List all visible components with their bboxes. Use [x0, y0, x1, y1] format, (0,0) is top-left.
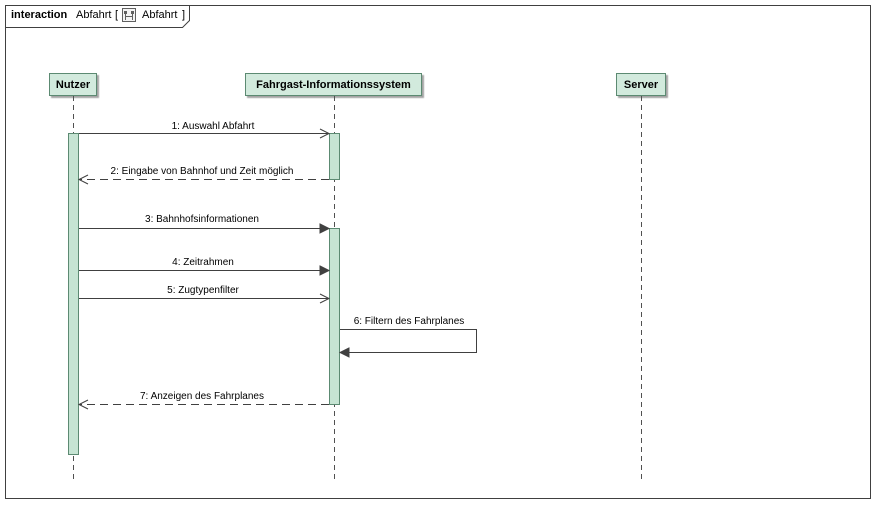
message-3[interactable]: 3: Bahnhofsinformationen — [79, 214, 331, 234]
message-4[interactable]: 4: Zeitrahmen — [79, 257, 331, 276]
activation-bar-fis-2[interactable] — [329, 228, 340, 405]
filled-arrowhead — [319, 223, 331, 234]
lifeline-head-nutzer[interactable] — [49, 73, 97, 96]
frame-keyword: interaction — [11, 9, 68, 21]
frame-title-tab — [5, 5, 190, 28]
message-label: 2: Eingabe von Bahnhof und Zeit möglich — [111, 166, 294, 177]
lifeline-fahrgast-informationssystem[interactable]: Fahrgast-Informationssystem — [245, 73, 422, 481]
open-arrowhead — [77, 399, 89, 410]
message-label: 1: Auswahl Abfahrt — [172, 121, 255, 132]
frame-bracket-close: ] — [182, 9, 185, 21]
lifeline-label-fahrgast-informationssystem: Fahrgast-Informationssystem — [256, 79, 411, 91]
activation-bar-fis-1[interactable] — [329, 133, 340, 180]
message-label: 6: Filtern des Fahrplanes — [354, 316, 465, 327]
message-5[interactable]: 5: Zugtypenfilter — [79, 285, 331, 304]
message-label: 3: Bahnhofsinformationen — [145, 214, 259, 225]
interaction-frame — [5, 5, 871, 499]
activation-bar-nutzer[interactable] — [68, 133, 79, 455]
frame-ref-name: Abfahrt — [142, 9, 177, 21]
message-label: 5: Zugtypenfilter — [167, 285, 239, 296]
lifeline-server[interactable]: Server — [616, 73, 666, 481]
message-6[interactable]: 6: Filtern des Fahrplanes — [338, 316, 477, 358]
interaction-diagram-icon — [122, 8, 136, 22]
message-7[interactable]: 7: Anzeigen des Fahrplanes — [77, 391, 329, 410]
message-2[interactable]: 2: Eingabe von Bahnhof und Zeit möglich — [77, 166, 329, 185]
open-arrowhead — [319, 293, 331, 304]
message-1[interactable]: 1: Auswahl Abfahrt — [79, 121, 331, 139]
lifeline-head-server[interactable] — [616, 73, 666, 96]
message-label: 7: Anzeigen des Fahrplanes — [140, 391, 264, 402]
lifeline-label-nutzer: Nutzer — [56, 79, 91, 91]
open-arrowhead — [77, 174, 89, 185]
filled-arrowhead — [319, 265, 331, 276]
frame-name: Abfahrt — [76, 9, 111, 21]
open-arrowhead — [319, 128, 331, 139]
message-label: 4: Zeitrahmen — [172, 257, 234, 268]
frame-bracket-open: [ — [115, 9, 118, 21]
lifeline-head-fahrgast-informationssystem[interactable] — [245, 73, 422, 96]
lifeline-label-server: Server — [624, 79, 659, 91]
filled-arrowhead — [338, 347, 350, 358]
